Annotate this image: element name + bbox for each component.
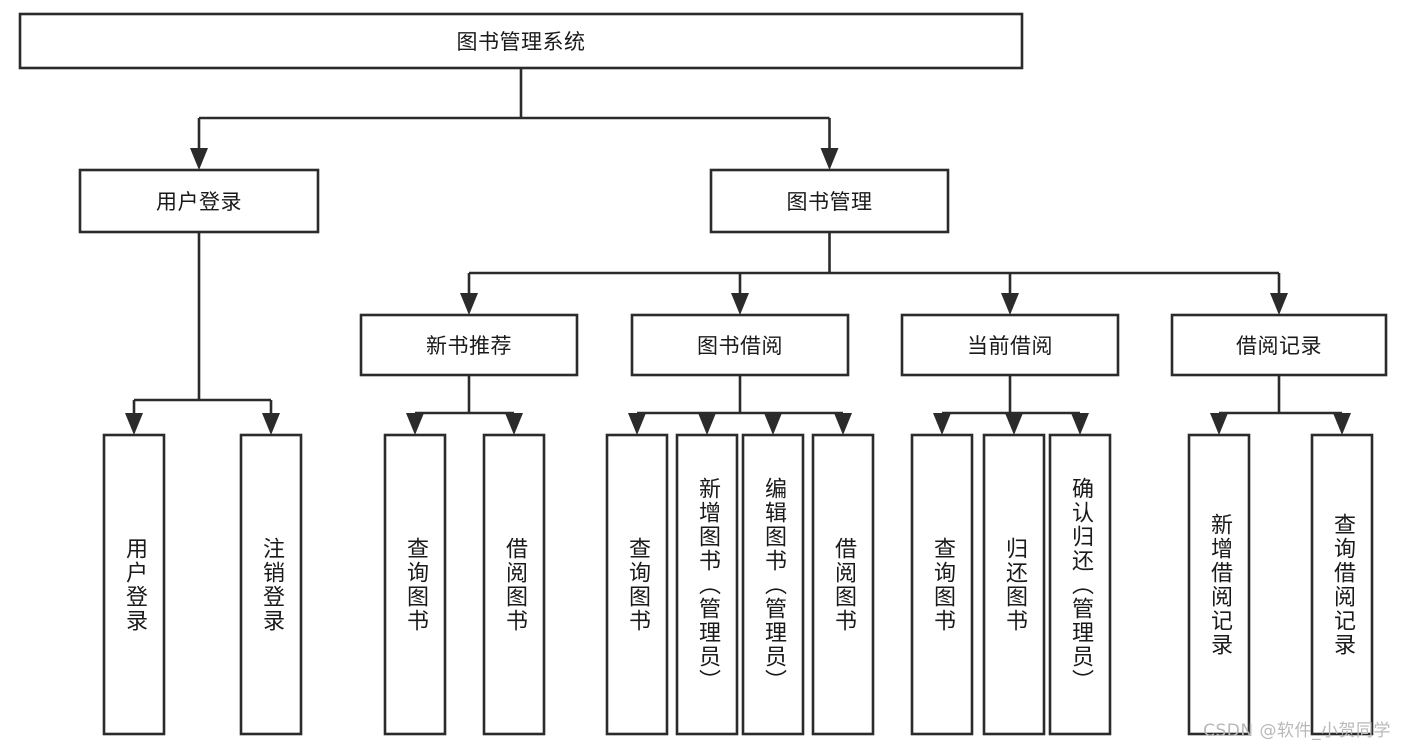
arrow-head-icon	[820, 148, 839, 170]
node-box-当前借阅[interactable]	[900, 313, 1120, 377]
arrow-head-icon	[628, 413, 646, 435]
arrow-head-icon	[505, 413, 523, 435]
node-box-用户登录[interactable]	[78, 168, 320, 234]
leaf-box-新增图书管理员[interactable]	[675, 433, 739, 736]
leaf-box-借阅图书[interactable]	[482, 433, 546, 736]
arrow-head-icon	[933, 413, 951, 435]
watermark: CSDN @软件_小贺同学	[1203, 721, 1391, 741]
arrow-head-icon	[125, 413, 143, 435]
leaf-box-编辑图书管理员[interactable]	[741, 433, 805, 736]
arrow-head-icon	[731, 293, 749, 315]
arrow-head-icon	[1333, 413, 1351, 435]
leaf-box-注销登录[interactable]	[239, 433, 303, 736]
node-box-图书管理[interactable]	[709, 168, 950, 234]
arrow-head-icon	[460, 293, 478, 315]
leaf-box-新增借阅记录[interactable]	[1187, 433, 1251, 736]
arrow-head-icon	[262, 413, 280, 435]
node-box-借阅记录[interactable]	[1170, 313, 1388, 377]
arrow-head-icon	[1071, 413, 1089, 435]
arrow-head-icon	[1001, 293, 1019, 315]
leaf-box-用户登录[interactable]	[102, 433, 166, 736]
leaf-box-查询图书[interactable]	[605, 433, 669, 736]
leaf-box-归还图书[interactable]	[982, 433, 1046, 736]
arrow-head-icon	[190, 148, 208, 170]
arrow-head-icon	[764, 413, 782, 435]
leaf-box-确认归还管理员[interactable]	[1048, 433, 1112, 736]
leaf-box-查询图书[interactable]	[910, 433, 974, 736]
leaf-box-查询借阅记录[interactable]	[1310, 433, 1374, 736]
arrow-head-icon	[1210, 413, 1228, 435]
node-box-新书推荐[interactable]	[359, 313, 579, 377]
arrow-head-icon	[834, 413, 852, 435]
arrow-head-icon	[1005, 413, 1023, 435]
leaf-box-查询图书[interactable]	[383, 433, 447, 736]
leaf-box-借阅图书[interactable]	[811, 433, 875, 736]
arrow-head-icon	[1270, 293, 1288, 315]
arrow-head-icon	[698, 413, 716, 435]
node-box-root[interactable]	[18, 12, 1024, 70]
arrow-head-icon	[406, 413, 424, 435]
node-box-图书借阅[interactable]	[630, 313, 850, 377]
